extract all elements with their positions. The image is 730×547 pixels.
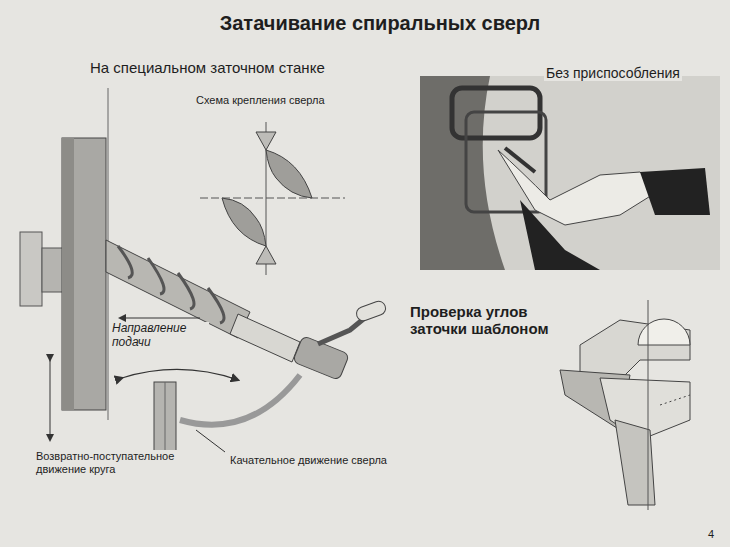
- section-heading: Проверка углов заточки шаблоном: [408, 303, 587, 338]
- feed-direction-label: Направление подачи: [110, 322, 209, 350]
- section-heading: Без приспособления: [544, 65, 682, 81]
- slide-title: Затачивание спиральных сверл: [218, 12, 543, 35]
- motion-label: Качательное движение сверла: [228, 454, 389, 467]
- page-number: 4: [706, 528, 716, 541]
- section-heading: На специальном заточном станке: [88, 59, 327, 76]
- motion-label: Возвратно-поступательное движение круга: [34, 450, 213, 475]
- scheme-caption: Схема крепления сверла: [194, 94, 327, 107]
